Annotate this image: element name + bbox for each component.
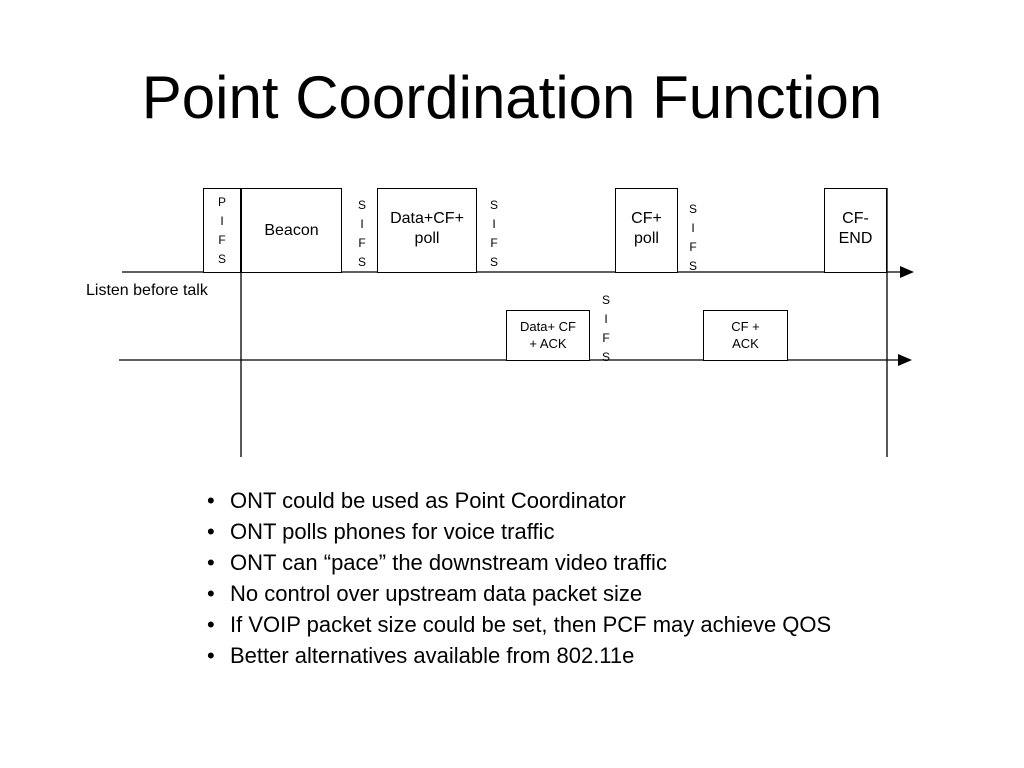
beacon-box: Beacon [241,188,342,273]
bullet-list: ONT could be used as Point Coordinator O… [207,485,831,671]
sifs-label-3: S I F S [688,202,697,273]
sifs-label-1: S I F S [357,198,366,269]
data-cf-poll-box: Data+CF+ poll [377,188,477,273]
cf-poll-label: CF+ poll [631,210,662,247]
downstream-arrowhead [900,266,914,278]
bullet-item: ONT can “pace” the downstream video traf… [207,547,831,578]
cf-ack-box: CF + ACK [703,310,788,361]
bullet-item: Better alternatives available from 802.1… [207,640,831,671]
cf-end-label: CF- END [838,210,873,247]
cf-poll-box: CF+ poll [615,188,678,273]
bullet-item: ONT polls phones for voice traffic [207,516,831,547]
pifs-box: P I F S [203,188,241,273]
page-title: Point Coordination Function [141,64,883,131]
cf-end-box: CF- END [824,188,887,273]
bullet-item: No control over upstream data packet siz… [207,578,831,609]
beacon-label: Beacon [264,221,319,239]
data-cf-poll-label: Data+CF+ poll [390,210,464,247]
sifs-label-4: S I F S [601,293,610,364]
sifs-label-2: S I F S [489,198,498,269]
upstream-arrowhead [898,354,912,366]
pcf-timing-diagram: P I F S Beacon S I F S Data+CF+ poll S I… [86,188,914,457]
listen-before-talk-label: Listen before talk [86,282,208,299]
bullet-item: ONT could be used as Point Coordinator [207,485,831,516]
data-cf-ack-box: Data+ CF + ACK [506,310,590,361]
data-cf-ack-label: Data+ CF + ACK [520,319,576,351]
cf-ack-label: CF + ACK [731,319,760,351]
bullet-item: If VOIP packet size could be set, then P… [207,609,831,640]
pifs-label: P I F S [217,194,226,266]
